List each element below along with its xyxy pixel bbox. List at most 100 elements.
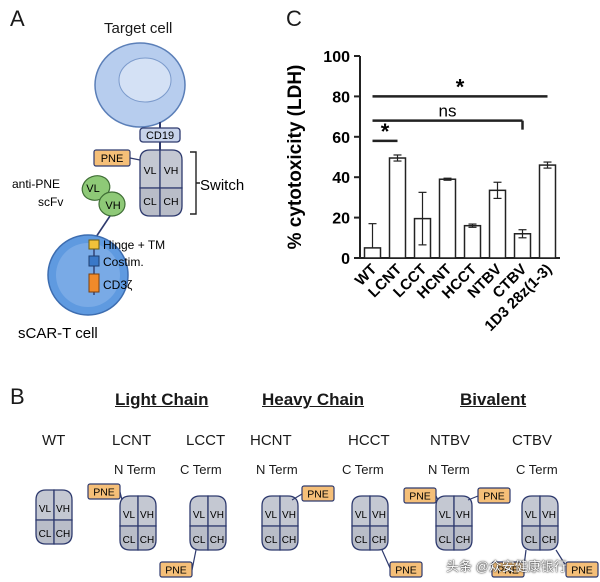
y-tick-label-20: 20 <box>332 211 350 228</box>
group-header-light-chain: Light Chain <box>115 390 209 409</box>
svg-text:VH: VH <box>210 510 224 521</box>
y-tick-label-100: 100 <box>323 49 350 66</box>
scfv-domain: VL VH <box>81 175 126 217</box>
svg-text:VL: VL <box>355 510 368 521</box>
term-ntbv: N Term <box>428 462 470 477</box>
anti-pne-label: anti-PNE <box>12 177 60 191</box>
target-cell <box>94 42 186 128</box>
cd3z-label: CD3ζ <box>103 278 133 292</box>
panel-label-c: C <box>286 6 302 31</box>
bar-WT <box>363 247 382 259</box>
switch-variant-diagrams: VL VH CL CH VL VH CL CH PNE VL VH CL CH PNE VL VH CL CH PN… <box>35 483 599 578</box>
term-lcnt: N Term <box>114 462 156 477</box>
svg-text:CH: CH <box>372 535 386 546</box>
pne-tag-ctbv-left <box>491 561 525 578</box>
hinge-label: Hinge + TM <box>103 238 165 252</box>
term-lcct: C Term <box>180 462 222 477</box>
svg-text:CL: CL <box>123 535 136 546</box>
svg-text:CL: CL <box>439 535 452 546</box>
scar-t-cell <box>47 234 129 316</box>
bar-HCCT <box>463 224 482 259</box>
svg-text:CH: CH <box>282 535 296 546</box>
sig-label-1: ns <box>439 102 457 121</box>
y-tick-label-0: 0 <box>341 251 350 268</box>
svg-text:CH: CH <box>56 529 70 540</box>
y-tick-label-60: 60 <box>332 130 350 147</box>
term-hcnt: N Term <box>256 462 298 477</box>
svg-text:VH: VH <box>542 510 556 521</box>
pne-tag-hcnt <box>301 485 335 502</box>
construct-wt: WT <box>42 432 66 449</box>
svg-text:VH: VH <box>56 504 70 515</box>
bar-NTBV <box>488 189 507 259</box>
switch-fab: VL VH CL CH <box>139 149 183 217</box>
construct-lcnt: LCNT <box>112 432 152 449</box>
car-t-schematic: CD19 VL VH CL CH PNE Switch VL VH anti-P… <box>12 42 244 342</box>
switch-ch: CH <box>163 196 178 208</box>
svg-text:CL: CL <box>525 535 538 546</box>
pne-tag-ntbv-left <box>403 487 437 504</box>
sig-label-2: * <box>456 74 465 99</box>
svg-text:CH: CH <box>456 535 470 546</box>
pne-tag-ntbv-right <box>477 487 511 504</box>
cd19-label: CD19 <box>146 130 174 142</box>
pne-tag-ctbv-right <box>565 561 599 578</box>
construct-ctbv: CTBV <box>512 432 553 449</box>
svg-text:VL: VL <box>193 510 206 521</box>
pne-tag-lcct-text: PNE <box>165 565 187 577</box>
term-hcct: C Term <box>342 462 384 477</box>
svg-text:CH: CH <box>140 535 154 546</box>
sig-label-0: * <box>381 119 390 144</box>
bar-HCNT <box>438 178 457 259</box>
svg-text:PNE: PNE <box>101 153 124 165</box>
pne-tag-hcct-text: PNE <box>395 565 417 577</box>
pne-tag-hcct <box>389 561 423 578</box>
pne-tag-lcnt <box>87 483 121 500</box>
y-axis-label: % cytotoxicity (LDH) <box>285 65 306 250</box>
construct-ntbv: NTBV <box>430 432 471 449</box>
group-header-heavy-chain: Heavy Chain <box>262 390 365 409</box>
svg-text:CH: CH <box>210 535 224 546</box>
costim-box <box>88 255 100 267</box>
pne-tag-hcnt-text: PNE <box>307 489 329 501</box>
bar-LCNT <box>388 157 407 259</box>
y-tick-label-40: 40 <box>332 170 350 187</box>
costim-label: Costim. <box>103 255 144 269</box>
svg-text:VH: VH <box>105 200 120 212</box>
construct-lcct: LCCT <box>186 432 226 449</box>
fab-ctbv: VL VH CL CH <box>521 495 559 551</box>
svg-text:VL: VL <box>39 504 52 515</box>
pne-tag-ctbv-left-text: PNE <box>497 565 519 577</box>
cd3z-box <box>88 273 100 293</box>
switch-bracket <box>190 151 200 215</box>
construct-hcnt: HCNT <box>250 432 292 449</box>
panel-label-a: A <box>10 6 25 31</box>
watermark: 头条 @众安健康银行 <box>446 559 567 574</box>
scfv-label: scFv <box>38 195 63 209</box>
fab-wt: VL VH CL CH <box>35 489 73 545</box>
construct-hcct: HCCT <box>348 432 390 449</box>
switch-vh: VH <box>164 165 179 177</box>
svg-text:VL: VL <box>86 183 99 195</box>
svg-text:CL: CL <box>39 529 52 540</box>
pne-tag-ntbv-right-text: PNE <box>483 491 505 503</box>
scar-t-label: sCAR-T cell <box>18 325 98 342</box>
switch-label: Switch <box>200 177 244 194</box>
y-tick-label-80: 80 <box>332 89 350 106</box>
svg-text:CL: CL <box>355 535 368 546</box>
bar-1D3 28z(1-3) <box>538 164 557 259</box>
svg-text:VH: VH <box>282 510 296 521</box>
svg-text:VL: VL <box>265 510 278 521</box>
svg-text:VL: VL <box>525 510 538 521</box>
pne-tag-lcnt-text: PNE <box>93 487 115 499</box>
svg-text:CH: CH <box>542 535 556 546</box>
svg-text:VL: VL <box>123 510 136 521</box>
term-ctbv: C Term <box>516 462 558 477</box>
svg-text:VL: VL <box>439 510 452 521</box>
